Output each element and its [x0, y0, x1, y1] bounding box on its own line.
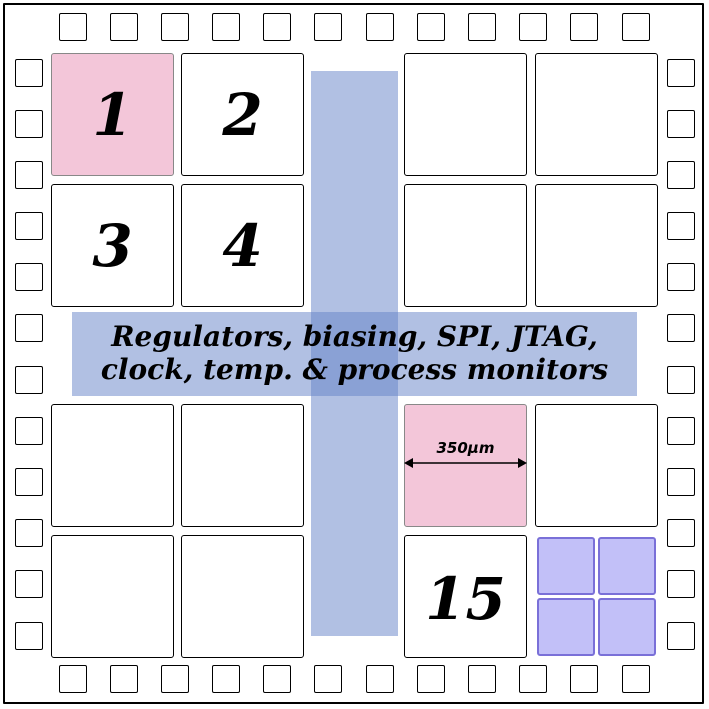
io-pad-top [263, 13, 291, 41]
small-tile [537, 537, 595, 595]
dimension-label: 350μm [436, 439, 495, 457]
block [535, 53, 658, 176]
io-pad-bottom [59, 665, 87, 693]
io-pad-top [570, 13, 598, 41]
io-pad-bottom [263, 665, 291, 693]
io-pad-right [667, 314, 695, 342]
io-pad-left [15, 570, 43, 598]
io-pad-bottom [314, 665, 342, 693]
io-pad-top [212, 13, 240, 41]
block [535, 184, 658, 307]
block-number: 1 [92, 80, 133, 149]
chip-outline [3, 3, 704, 704]
io-pad-top [59, 13, 87, 41]
io-pad-left [15, 263, 43, 291]
io-pad-left [15, 622, 43, 650]
io-pad-left [15, 417, 43, 445]
io-pad-bottom [468, 665, 496, 693]
block-3: 3 [51, 184, 174, 307]
io-pad-right [667, 161, 695, 189]
io-pad-top [622, 13, 650, 41]
block [535, 404, 658, 527]
io-pad-right [667, 59, 695, 87]
block-15: 15 [404, 535, 527, 658]
block-4: 4 [181, 184, 304, 307]
io-pad-left [15, 314, 43, 342]
block-number: 3 [92, 211, 133, 280]
io-pad-left [15, 468, 43, 496]
central-label-line2: clock, temp. & process monitors [100, 353, 609, 386]
io-pad-bottom [212, 665, 240, 693]
io-pad-bottom [366, 665, 394, 693]
block-number: 2 [222, 80, 263, 149]
block-highlighted [404, 404, 527, 527]
io-pad-top [366, 13, 394, 41]
dimension-arrow [404, 458, 527, 468]
io-pad-left [15, 366, 43, 394]
block [181, 535, 304, 658]
io-pad-top [314, 13, 342, 41]
io-pad-bottom [519, 665, 547, 693]
io-pad-right [667, 212, 695, 240]
io-pad-top [161, 13, 189, 41]
small-tile [598, 598, 656, 656]
small-tile [537, 598, 595, 656]
io-pad-left [15, 110, 43, 138]
io-pad-bottom [417, 665, 445, 693]
block [404, 184, 527, 307]
central-label: Regulators, biasing, SPI, JTAG, clock, t… [72, 312, 637, 396]
io-pad-bottom [161, 665, 189, 693]
io-pad-left [15, 161, 43, 189]
io-pad-left [15, 212, 43, 240]
block-number: 15 [425, 564, 506, 633]
io-pad-bottom [110, 665, 138, 693]
block-2: 2 [181, 53, 304, 176]
block [181, 404, 304, 527]
small-tile [598, 537, 656, 595]
io-pad-right [667, 570, 695, 598]
block [51, 404, 174, 527]
io-pad-right [667, 622, 695, 650]
io-pad-right [667, 519, 695, 547]
io-pad-top [417, 13, 445, 41]
io-pad-left [15, 519, 43, 547]
io-pad-right [667, 468, 695, 496]
block-number: 4 [222, 211, 263, 280]
io-pad-top [519, 13, 547, 41]
block-1: 1 [51, 53, 174, 176]
io-pad-bottom [570, 665, 598, 693]
block [51, 535, 174, 658]
io-pad-top [468, 13, 496, 41]
io-pad-right [667, 263, 695, 291]
io-pad-right [667, 366, 695, 394]
io-pad-left [15, 59, 43, 87]
io-pad-bottom [622, 665, 650, 693]
central-label-line1: Regulators, biasing, SPI, JTAG, [111, 320, 598, 354]
io-pad-right [667, 110, 695, 138]
io-pad-top [110, 13, 138, 41]
horizontal-band [72, 312, 637, 396]
io-pad-right [667, 417, 695, 445]
block [404, 53, 527, 176]
